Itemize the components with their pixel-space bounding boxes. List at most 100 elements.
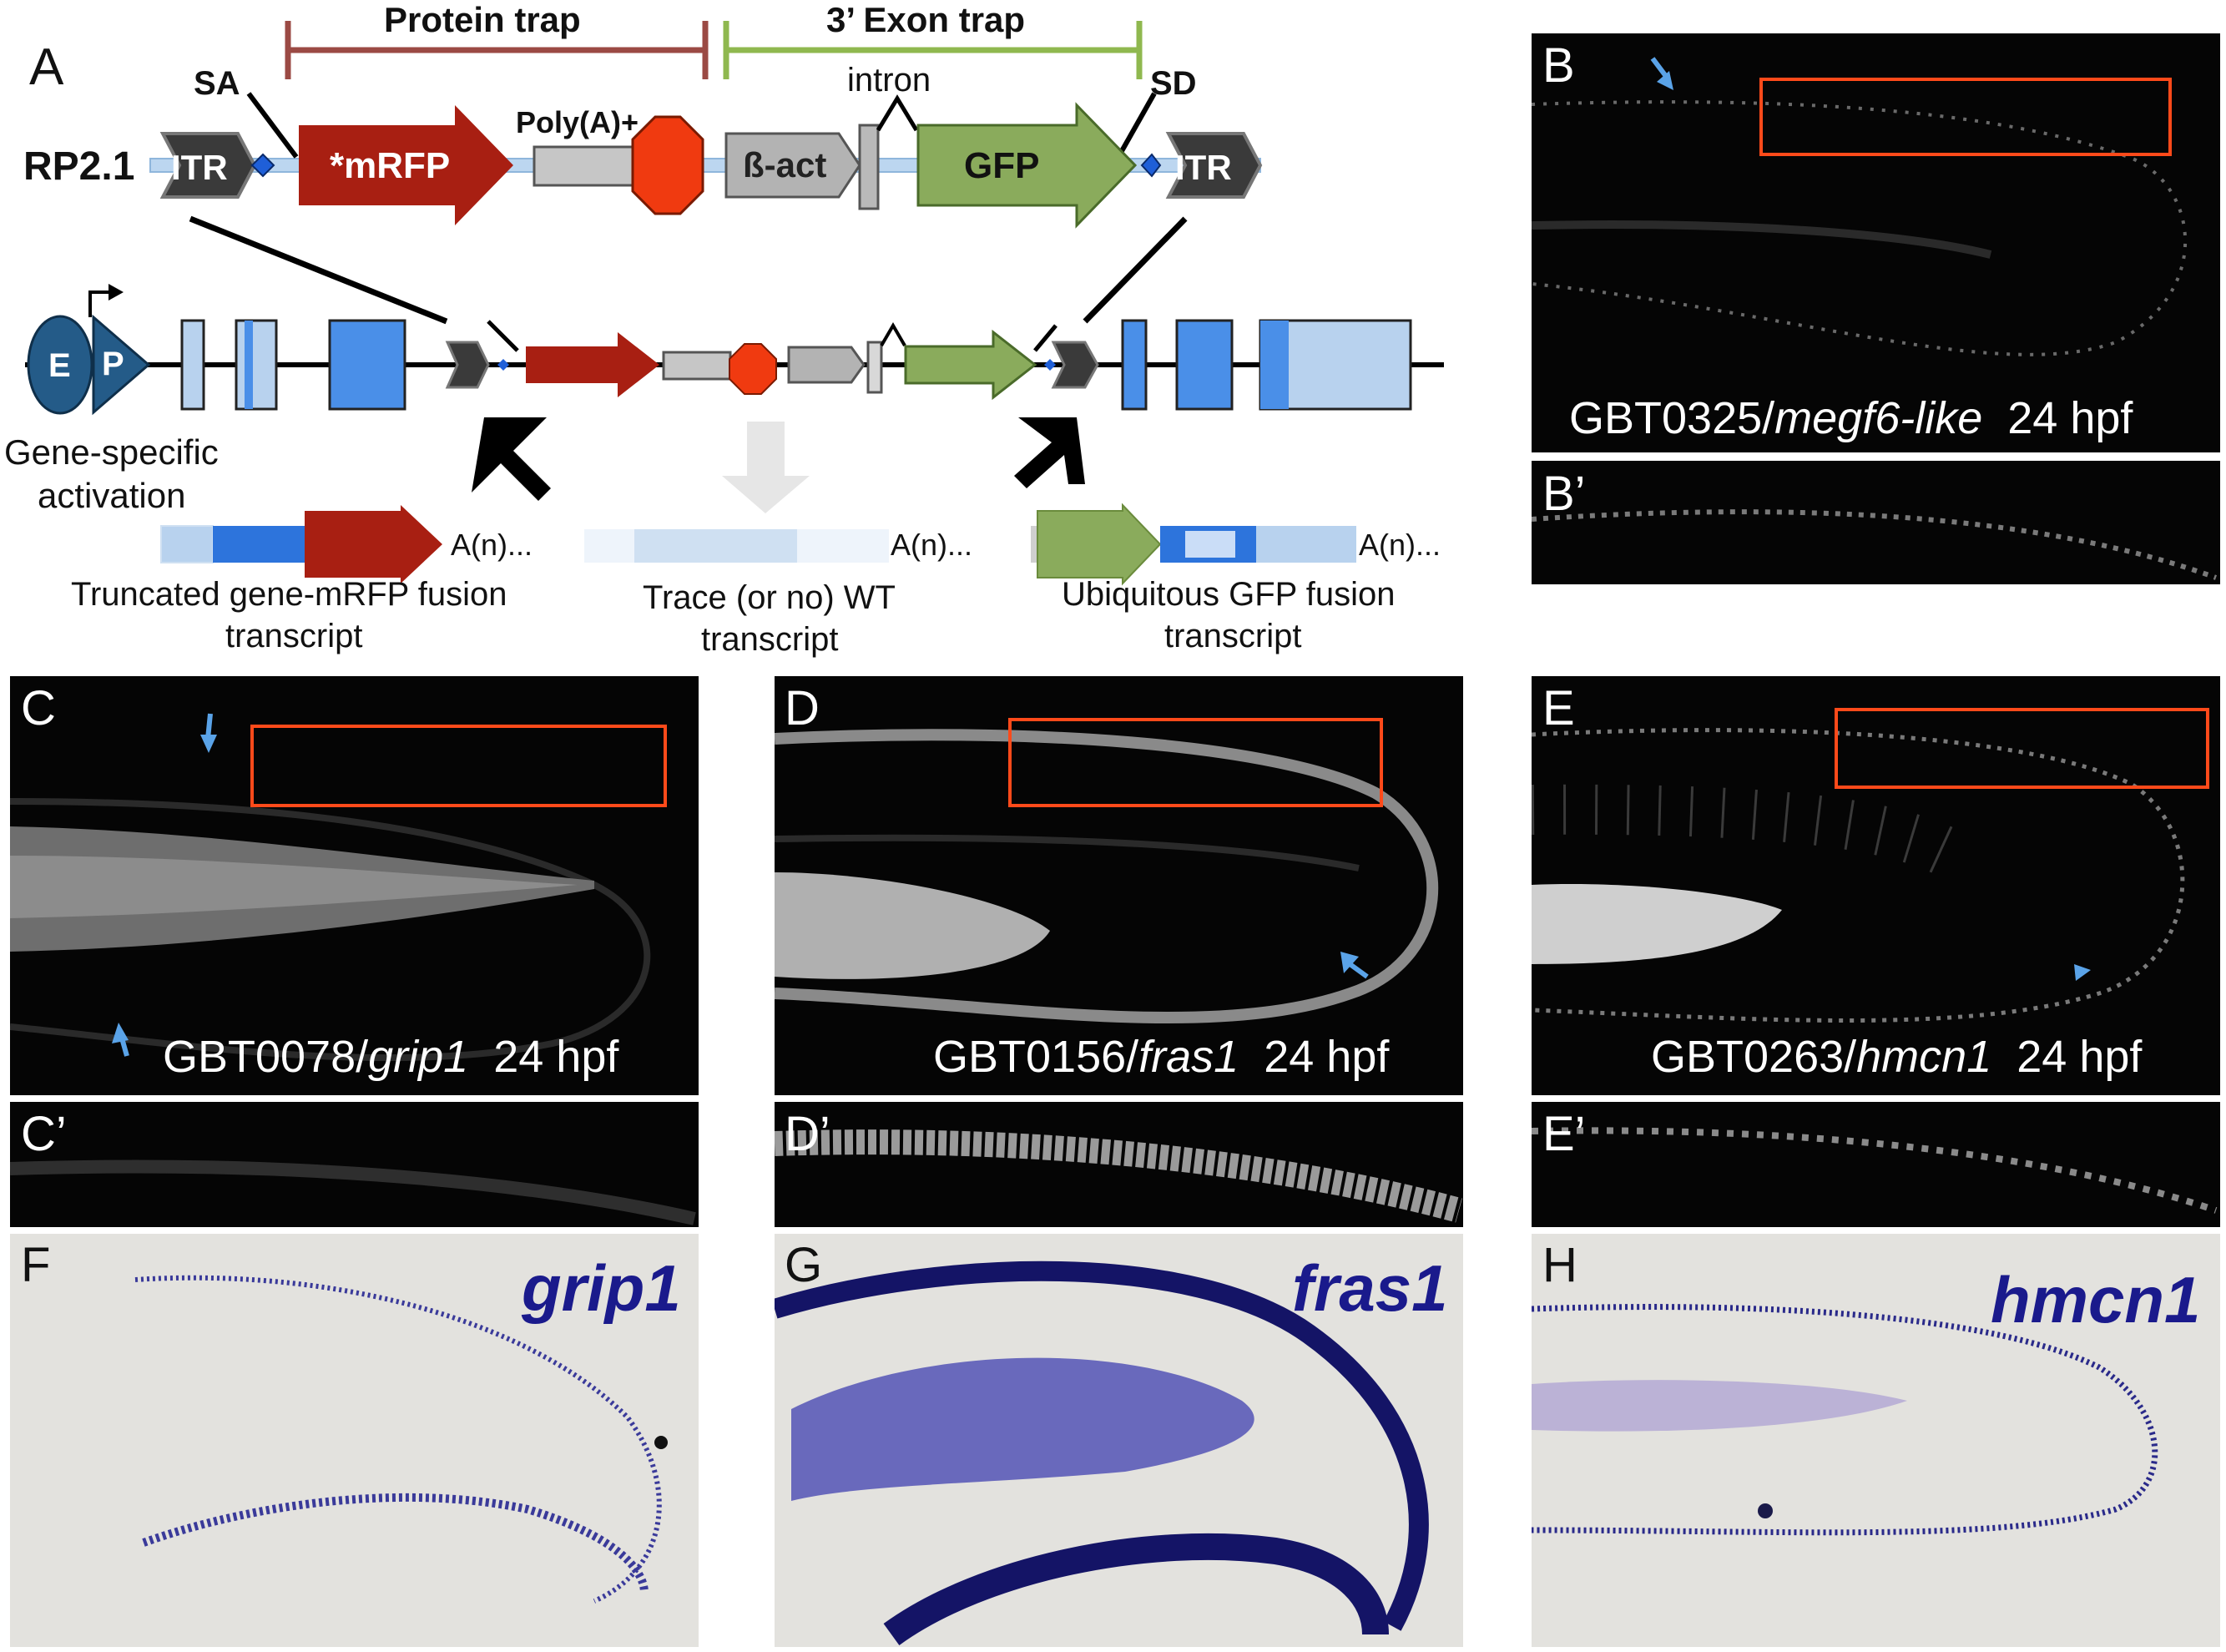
trace-caption-2: transcript bbox=[701, 621, 839, 658]
panel-f-gene-label: grip1 bbox=[522, 1251, 681, 1325]
panel-c-image bbox=[10, 676, 699, 1095]
enhancer-label: E bbox=[48, 347, 71, 384]
panel-b-label: B bbox=[1542, 38, 1575, 93]
gfp-arrow bbox=[916, 102, 1138, 229]
bact-label: ß-act bbox=[743, 145, 827, 184]
panel-e-prime-label: E’ bbox=[1542, 1107, 1586, 1161]
arrow-wt-icon bbox=[722, 422, 810, 513]
exon-2 bbox=[235, 319, 278, 411]
panel-g-gene-label: fras1 bbox=[1292, 1251, 1448, 1325]
exon-3 bbox=[328, 319, 406, 411]
panel-a-label: A bbox=[29, 38, 64, 96]
panel-b-tail bbox=[1532, 57, 2188, 356]
insert-gfp bbox=[904, 329, 1037, 401]
panel-e-arrowhead-icon bbox=[2074, 964, 2091, 981]
sa-label: SA bbox=[194, 65, 240, 102]
bact-promoter bbox=[724, 132, 861, 199]
panel-b-arrow-icon bbox=[1657, 71, 1673, 90]
promoter-label: P bbox=[102, 346, 124, 382]
panel-e-roi-box bbox=[1835, 708, 2209, 789]
panel-h-label: H bbox=[1542, 1238, 1577, 1292]
ubiquitous-caption-2: transcript bbox=[1164, 618, 1302, 654]
transcript-gfp-arrow bbox=[1037, 503, 1162, 586]
panel-c-label: C bbox=[21, 681, 56, 735]
loxp-left bbox=[250, 153, 275, 178]
sd-marker bbox=[1116, 92, 1157, 159]
panel-g-image bbox=[775, 1234, 1463, 1647]
panel-g-somite-stain bbox=[791, 1357, 1254, 1501]
promoter-triangle bbox=[92, 314, 151, 416]
truncated-caption-1: Truncated gene-mRFP fusion bbox=[71, 576, 507, 613]
panel-c-roi-box bbox=[250, 725, 667, 807]
mrfp-arrow bbox=[299, 105, 513, 225]
panel-c-caption: GBT0078/grip1 24 hpf bbox=[163, 1032, 619, 1082]
panel-c-prime-label: C’ bbox=[21, 1107, 67, 1161]
panel-b-prime-label: B’ bbox=[1542, 467, 1586, 521]
intron-label: intron bbox=[847, 62, 931, 99]
panel-c-arrow-top-icon bbox=[200, 735, 217, 753]
tss-arrow-icon bbox=[109, 284, 124, 301]
polya-box bbox=[533, 145, 634, 187]
sd-label: SD bbox=[1150, 65, 1197, 102]
sa-marker bbox=[246, 92, 299, 159]
panel-c-arrow-bottom-icon bbox=[112, 1023, 129, 1043]
construct-name: RP2.1 bbox=[23, 144, 135, 189]
itr-left-label: ITR bbox=[171, 148, 228, 187]
exon-4 bbox=[1121, 319, 1148, 411]
panel-h-image bbox=[1532, 1234, 2220, 1647]
panel-f-image bbox=[10, 1234, 699, 1647]
itr-right-element bbox=[1165, 132, 1263, 199]
poly-a-tail-1: A(n)... bbox=[451, 528, 533, 562]
panel-b-caption: GBT0325/megf6-like 24 hpf bbox=[1569, 393, 2133, 443]
panel-b-roi-box bbox=[1759, 78, 2172, 156]
exon-5 bbox=[1175, 319, 1234, 411]
intron-exon-block bbox=[858, 124, 880, 210]
mrfp-label: *mRFP bbox=[330, 145, 451, 186]
arrow-gfp-icon bbox=[1014, 417, 1085, 488]
insert-mrfp bbox=[526, 332, 659, 397]
panel-d-label: D bbox=[785, 681, 820, 735]
ubiquitous-caption-1: Ubiquitous GFP fusion bbox=[1062, 576, 1396, 613]
panel-d-image bbox=[775, 676, 1463, 1095]
panel-c-prime-image bbox=[10, 1102, 699, 1227]
panel-d-yolk-extension bbox=[775, 872, 1050, 979]
exon-1 bbox=[180, 319, 205, 411]
panel-e-label: E bbox=[1542, 681, 1575, 735]
panel-d-prime-label: D’ bbox=[785, 1107, 830, 1161]
itr-left-element bbox=[159, 132, 257, 199]
exon-trap-label: 3’ Exon trap bbox=[826, 0, 1026, 39]
gene-specific-line2: activation bbox=[38, 476, 186, 515]
panel-g-label: G bbox=[785, 1238, 823, 1292]
polya-label: Poly(A)+ bbox=[516, 105, 639, 139]
panel-h-gene-label: hmcn1 bbox=[1991, 1263, 2201, 1336]
panel-f-label: F bbox=[21, 1238, 51, 1292]
panel-d-caption: GBT0156/fras1 24 hpf bbox=[933, 1032, 1390, 1082]
arrow-mrfp-icon bbox=[472, 417, 551, 501]
panel-b-image bbox=[1532, 33, 2220, 452]
panel-d-roi-box bbox=[1008, 718, 1383, 807]
panel-e-prime-image bbox=[1532, 1102, 2220, 1227]
truncated-caption-2: transcript bbox=[225, 618, 363, 654]
poly-a-tail-3: A(n)... bbox=[1359, 528, 1441, 562]
gene-specific-line1: Gene-specific bbox=[4, 432, 219, 472]
poly-a-tail-2: A(n)... bbox=[891, 528, 973, 562]
enhancer-ellipse bbox=[27, 315, 93, 415]
trace-caption-1: Trace (or no) WT bbox=[643, 579, 896, 616]
loxp-right bbox=[1140, 153, 1162, 178]
panel-a-diagram bbox=[25, 21, 1444, 586]
panel-e-image bbox=[1532, 676, 2220, 1095]
panel-b-prime-image bbox=[1532, 461, 2220, 584]
panel-h-somite-stain bbox=[1532, 1380, 1907, 1432]
panel-d-prime-image bbox=[775, 1102, 1463, 1227]
protein-trap-bar bbox=[285, 21, 709, 79]
intron-caret bbox=[876, 94, 919, 132]
stop-octagon bbox=[631, 115, 704, 215]
protein-trap-label: Protein trap bbox=[384, 0, 581, 39]
exon-trap-bar bbox=[723, 21, 1143, 79]
gfp-label: GFP bbox=[964, 145, 1040, 186]
transcript-mrfp-arrow bbox=[305, 505, 442, 584]
itr-right-label: ITR bbox=[1175, 148, 1232, 187]
panel-e-caption: GBT0263/hmcn1 24 hpf bbox=[1651, 1032, 2143, 1082]
panel-e-yolk-extension bbox=[1532, 884, 1782, 964]
panel-d-arrow-icon bbox=[1340, 952, 1359, 973]
